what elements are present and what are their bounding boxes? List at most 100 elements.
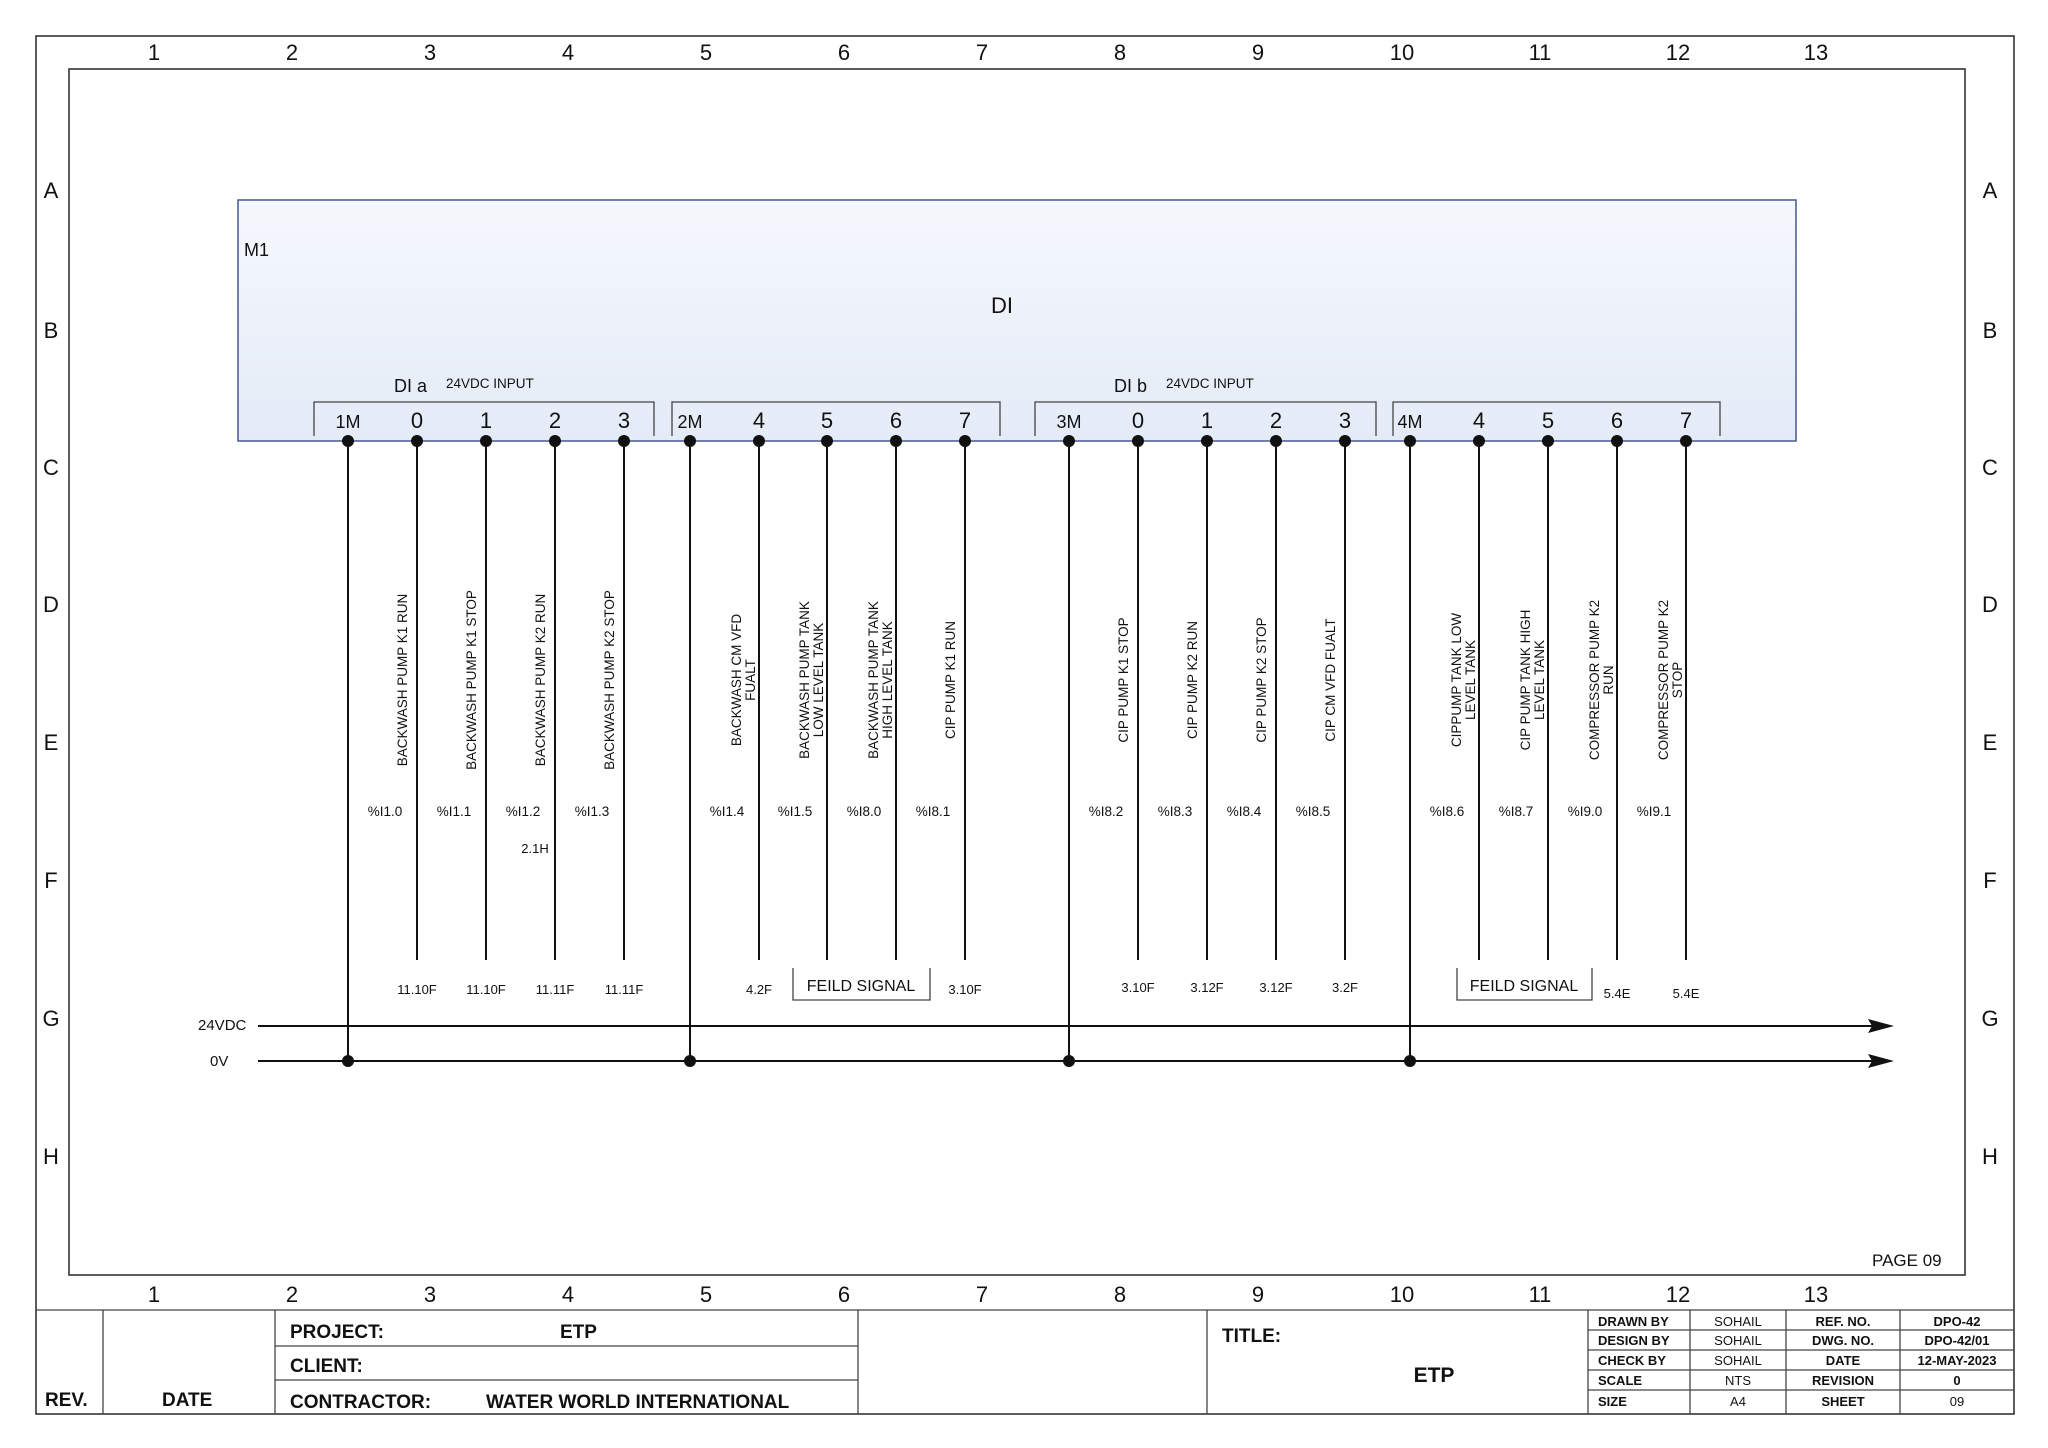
channel-description: CIP PUMP K2 RUN <box>1185 621 1200 739</box>
plc-address: %I1.5 <box>778 804 813 819</box>
grid-row-label: G <box>1981 1006 1998 1031</box>
channel-labels: BACKWASH PUMP K1 RUN %I1.0 11.10F BACKWASH … <box>368 590 1700 1001</box>
channel-description-line: CIPPUMP TANK LOW <box>1449 613 1464 748</box>
bus-24vdc-label: 24VDC <box>198 1017 247 1034</box>
grid-row-label: F <box>44 868 57 893</box>
channel-description-line: CIP PUMP K1 RUN <box>943 621 958 739</box>
channel-description: CIP PUMP K1 STOP <box>1116 617 1131 742</box>
plc-address: %I8.5 <box>1296 804 1331 819</box>
channel-description: BACKWASH PUMP K1 RUN <box>395 594 410 767</box>
date-field-label: DATE <box>1826 1353 1861 1368</box>
grid-column-label: 11 <box>1529 1282 1552 1307</box>
field-signal-label: FEILD SIGNAL <box>1470 978 1579 995</box>
grid-row-label: D <box>43 592 59 617</box>
contractor-value: WATER WORLD INTERNATIONAL <box>486 1392 790 1413</box>
date-value: 12-MAY-2023 <box>1917 1353 1996 1368</box>
channel-description-line: LEVEL TANK <box>1463 640 1478 720</box>
revision-label: REVISION <box>1812 1373 1874 1388</box>
outer-frame <box>35 35 2015 1415</box>
bus-arrow-icon <box>1868 1054 1894 1068</box>
ref-no-label: REF. NO. <box>1816 1314 1871 1329</box>
di-module: M1 DI DI a 24VDC INPUT DI b 24VDC INPUT <box>237 199 1797 442</box>
terminal-label: 3 <box>1339 408 1351 433</box>
grid-row-label: E <box>44 730 59 755</box>
plc-address: %I8.1 <box>916 804 951 819</box>
channel-description: BACKWASH PUMP K1 STOP <box>464 590 479 770</box>
terminal-label: 4 <box>1473 408 1485 433</box>
scale-label: SCALE <box>1598 1373 1642 1388</box>
contractor-label: CONTRACTOR: <box>290 1392 431 1413</box>
channel-description-line: CIP PUMP K2 RUN <box>1185 621 1200 739</box>
group-a-sub: 24VDC INPUT <box>446 376 534 391</box>
plc-address: %I1.2 <box>506 804 541 819</box>
cross-reference: 3.2F <box>1332 980 1358 995</box>
grid-row-label: H <box>1982 1144 1998 1169</box>
plc-address: %I1.3 <box>575 804 610 819</box>
grid-column-label: 7 <box>976 1282 988 1307</box>
grid-column-label: 4 <box>562 1282 574 1307</box>
channel-description-line: HIGH LEVEL TANK <box>880 621 895 739</box>
page-label: PAGE 09 <box>1872 1251 1942 1270</box>
channel-description-line: BACKWASH PUMP K2 STOP <box>602 590 617 770</box>
grid-row-label: E <box>1983 730 1998 755</box>
revision-value: 0 <box>1953 1373 1960 1388</box>
grid-column-label: 9 <box>1252 40 1264 65</box>
terminal-label: 6 <box>890 408 902 433</box>
cross-reference: 4.2F <box>746 982 772 997</box>
group-a-label: DI a <box>394 376 428 396</box>
cross-reference: 11.11F <box>605 982 644 997</box>
terminal-label: 5 <box>1542 408 1554 433</box>
grid-column-label: 10 <box>1390 1282 1414 1307</box>
grid-column-label: 11 <box>1529 40 1552 65</box>
grid-column-label: 7 <box>976 40 988 65</box>
cross-reference: 2.1H <box>521 841 548 856</box>
grid-row-label: F <box>1983 868 1996 893</box>
channel-description-line: CIP PUMP K2 STOP <box>1254 617 1269 742</box>
terminal-label: 7 <box>1680 408 1692 433</box>
drawn-by-label: DRAWN BY <box>1598 1314 1669 1329</box>
plc-address: %I1.0 <box>368 804 403 819</box>
grid-column-label: 13 <box>1804 40 1828 65</box>
terminal-label: 4M <box>1397 412 1422 432</box>
design-by-value: SOHAIL <box>1714 1333 1762 1348</box>
terminal-group-bracket <box>671 401 1001 436</box>
client-label: CLIENT: <box>290 1356 363 1377</box>
grid-row-label: C <box>43 455 59 480</box>
channel-description-line: LEVEL TANK <box>1532 640 1547 720</box>
channel-description-line: COMPRESSOR PUMP K2 <box>1656 600 1671 760</box>
channel-description-line: BACKWASH PUMP K1 STOP <box>464 590 479 770</box>
terminal-label: 2M <box>677 412 702 432</box>
terminal-label: 5 <box>821 408 833 433</box>
terminal-label: 6 <box>1611 408 1623 433</box>
scale-value: NTS <box>1725 1373 1751 1388</box>
plc-address: %I1.4 <box>710 804 745 819</box>
cross-reference: 11.10F <box>397 982 437 997</box>
terminal-group-bracket <box>1034 401 1377 436</box>
grid-column-label: 8 <box>1114 40 1126 65</box>
terminal-label: 2 <box>1270 408 1282 433</box>
terminal-label: 3M <box>1056 412 1081 432</box>
channel-description-line: BACKWASH PUMP TANK <box>866 601 881 759</box>
channel-description-line: CIP CM VFD FUALT <box>1323 618 1338 741</box>
plc-address: %I8.3 <box>1158 804 1193 819</box>
terminal-group-bracket <box>1392 401 1721 436</box>
terminal-label: 1 <box>1201 408 1213 433</box>
bus-arrow-icon <box>1868 1019 1894 1033</box>
channel-description-line: STOP <box>1670 662 1685 699</box>
grid-column-label: 2 <box>286 1282 298 1307</box>
inner-frame <box>68 68 1966 1276</box>
terminal-label: 3 <box>618 408 630 433</box>
power-buses: 24VDC 0V <box>198 1017 1894 1070</box>
dwg-no-label: DWG. NO. <box>1812 1333 1874 1348</box>
channel-description: CIP PUMP K1 RUN <box>943 621 958 739</box>
grid-row-label: A <box>1983 178 1998 203</box>
